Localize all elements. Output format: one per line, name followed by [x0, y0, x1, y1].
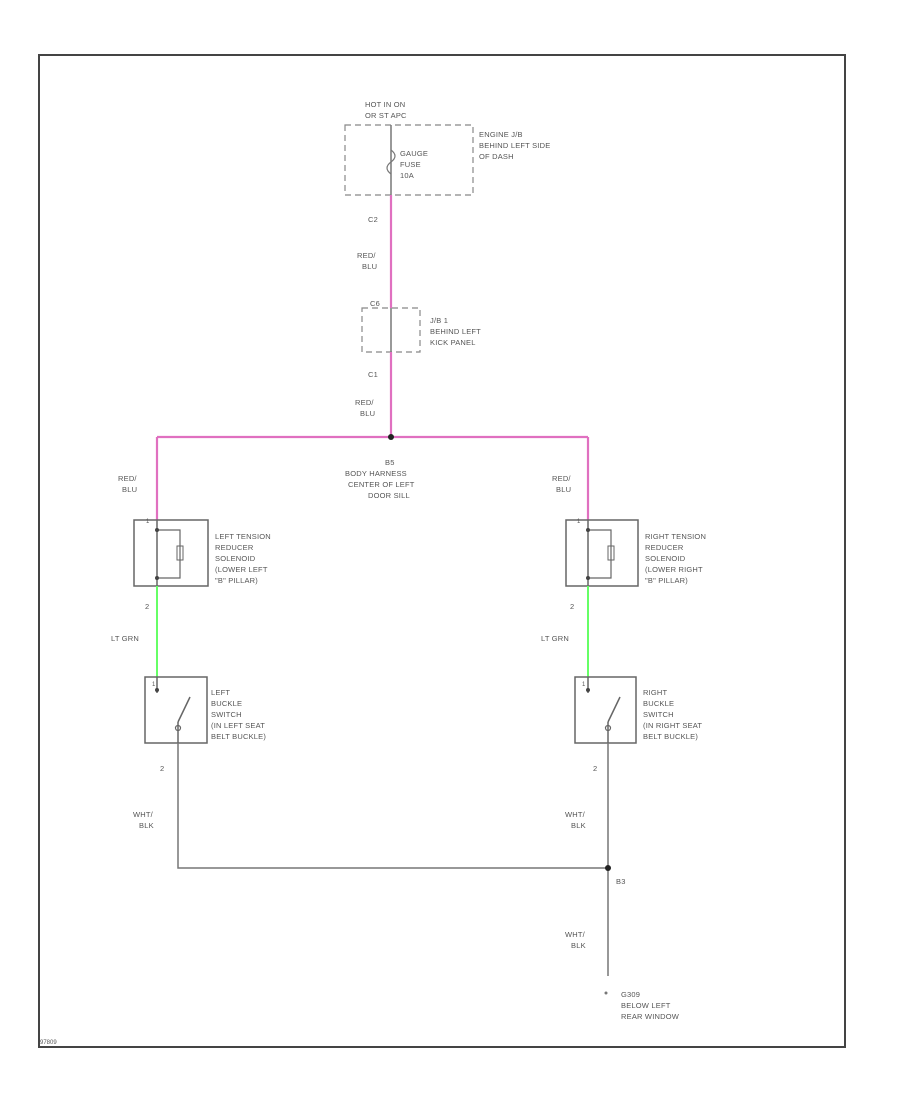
left-buckle-label-1: LEFT [211, 688, 230, 697]
right-buckle-label-5: BELT BUCKLE) [643, 732, 698, 741]
left-switch-pivot [174, 724, 182, 732]
fuse-location-2: BEHIND LEFT SIDE [479, 141, 550, 150]
wire1-label-1: RED/ [357, 251, 376, 260]
right-buckle-switch [574, 676, 637, 744]
right-solenoid-pin2 [586, 576, 590, 580]
right-solenoid-coil [588, 529, 612, 579]
fuse-label-1: GAUGE [400, 149, 428, 158]
jb1-pin-bottom: C1 [368, 370, 378, 379]
right-buckle-label-4: (IN RIGHT SEAT [643, 721, 702, 730]
left-buckle-switch [144, 676, 208, 744]
left-solenoid-label-3: SOLENOID [215, 554, 256, 563]
ground-label-3: REAR WINDOW [621, 1012, 680, 1021]
left-blk-label-2: BLK [139, 821, 154, 830]
left-solenoid-label-2: REDUCER [215, 543, 254, 552]
left-branch-label-1: RED/ [118, 474, 137, 483]
splice-b5-label-4: DOOR SILL [368, 491, 410, 500]
left-solenoid-label-5: "B" PILLAR) [215, 576, 258, 585]
left-buckle-pin-bottom: 2 [160, 764, 164, 773]
left-solenoid-pin1 [155, 528, 159, 532]
ground-label-2: BELOW LEFT [621, 1001, 671, 1010]
left-buckle-label-5: BELT BUCKLE) [211, 732, 266, 741]
right-buckle-label-2: BUCKLE [643, 699, 674, 708]
wire2-label-1: RED/ [355, 398, 374, 407]
ground-icon [604, 991, 608, 995]
fuse-label-3: 10A [400, 171, 414, 180]
left-tension-reducer-solenoid [133, 519, 209, 587]
left-solenoid-pin-bottom: 2 [145, 602, 149, 611]
left-solenoid-pin2 [155, 576, 159, 580]
right-solenoid-label-4: (LOWER RIGHT [645, 565, 703, 574]
left-solenoid-pin-top: 1 [146, 519, 150, 525]
right-tension-reducer-solenoid [565, 519, 639, 587]
left-blk-label-1: WHT/ [133, 810, 154, 819]
right-solenoid-label-3: SOLENOID [645, 554, 686, 563]
wire1-label-2: BLU [362, 262, 377, 271]
left-switch-pin1 [155, 688, 159, 692]
left-buckle-pin-top: 1 [152, 682, 156, 688]
right-buckle-pin-bottom: 2 [593, 764, 597, 773]
right-buckle-label-3: SWITCH [643, 710, 674, 719]
left-buckle-label-2: BUCKLE [211, 699, 242, 708]
right-solenoid-pin1 [586, 528, 590, 532]
diagram-frame [38, 54, 846, 1048]
right-switch-blade [607, 696, 621, 723]
left-solenoid-label-1: LEFT TENSION [215, 532, 271, 541]
splice-b5-label-2: BODY HARNESS [345, 469, 407, 478]
right-blk-label-1: WHT/ [565, 810, 586, 819]
left-buckle-label-4: (IN LEFT SEAT [211, 721, 265, 730]
ground-label-1: G309 [621, 990, 640, 999]
jb1-location-3: KICK PANEL [430, 338, 476, 347]
left-grn-label: LT GRN [111, 634, 139, 643]
right-branch-label-1: RED/ [552, 474, 571, 483]
splice-b5-label-1: B5 [385, 458, 395, 467]
right-switch-pin1 [586, 688, 590, 692]
power-source-label-1: HOT IN ON [365, 100, 405, 109]
right-solenoid-label-5: "B" PILLAR) [645, 576, 688, 585]
right-branch-label-2: BLU [556, 485, 571, 494]
power-source-label-2: OR ST APC [365, 111, 407, 120]
right-solenoid-coil-icon [607, 545, 615, 561]
splice-b3-dot [605, 865, 611, 871]
fuse-location-3: OF DASH [479, 152, 514, 161]
fuse-icon [386, 149, 396, 175]
right-buckle-pin-top: 1 [582, 682, 586, 688]
diagram-code: 97809 [40, 1040, 57, 1046]
splice-b5-label-3: CENTER OF LEFT [348, 480, 415, 489]
splice-b5-dot [388, 434, 394, 440]
left-solenoid-coil [157, 529, 181, 579]
ground-wire-label-2: BLK [571, 941, 586, 950]
left-solenoid-coil-icon [176, 545, 184, 561]
right-solenoid-pin-bottom: 2 [570, 602, 574, 611]
right-switch-pivot [604, 724, 612, 732]
left-switch-blade [177, 696, 191, 723]
jb1-pin-top: C6 [370, 299, 380, 308]
right-solenoid-pin-top: 1 [577, 519, 581, 525]
fuse-pin-label: C2 [368, 215, 378, 224]
right-buckle-label-1: RIGHT [643, 688, 668, 697]
fuse-label-2: FUSE [400, 160, 421, 169]
engine-junction-block [344, 124, 474, 196]
left-branch-label-2: BLU [122, 485, 137, 494]
wire2-label-2: BLU [360, 409, 375, 418]
right-blk-label-2: BLK [571, 821, 586, 830]
jb1-location-2: BEHIND LEFT [430, 327, 481, 336]
left-buckle-label-3: SWITCH [211, 710, 242, 719]
fuse-location-1: ENGINE J/B [479, 130, 523, 139]
splice-b3-label: B3 [616, 877, 626, 886]
left-solenoid-label-4: (LOWER LEFT [215, 565, 268, 574]
wire-wht-blk-left [177, 743, 608, 869]
right-solenoid-label-2: REDUCER [645, 543, 684, 552]
right-solenoid-label-1: RIGHT TENSION [645, 532, 706, 541]
right-grn-label: LT GRN [541, 634, 569, 643]
jb1-location-1: J/B 1 [430, 316, 448, 325]
ground-wire-label-1: WHT/ [565, 930, 586, 939]
